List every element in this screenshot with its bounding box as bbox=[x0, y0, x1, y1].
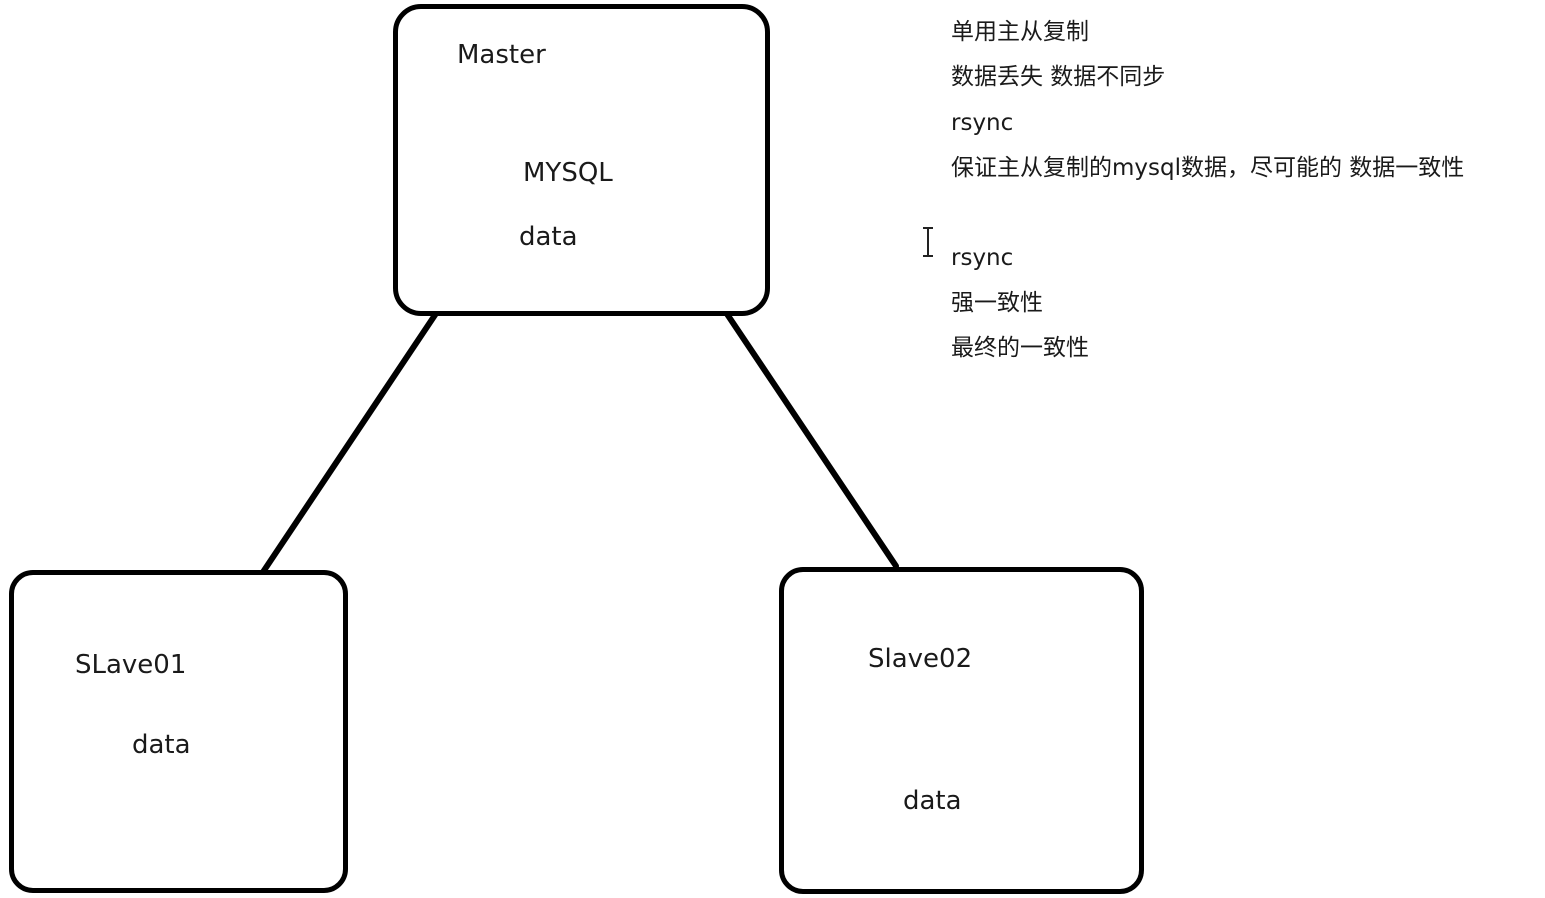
master-data-label: data bbox=[519, 222, 578, 252]
slave02-node bbox=[779, 567, 1144, 894]
slave01-data-label: data bbox=[132, 730, 191, 760]
note-line: 保证主从复制的mysql数据，尽可能的 数据一致性 bbox=[951, 155, 1465, 181]
slave02-title: Slave02 bbox=[868, 644, 973, 674]
text-cursor-icon bbox=[923, 227, 933, 257]
master-title: Master bbox=[457, 40, 546, 70]
edge-master-slave01 bbox=[260, 309, 440, 575]
note-line: 最终的一致性 bbox=[951, 335, 1089, 361]
note-line: 数据丢失 数据不同步 bbox=[951, 64, 1166, 90]
edge-master-slave02 bbox=[724, 311, 899, 569]
master-node bbox=[393, 4, 770, 316]
note-line: rsync bbox=[951, 110, 1014, 136]
slave01-title: SLave01 bbox=[75, 650, 187, 680]
master-mysql-label: MYSQL bbox=[523, 158, 613, 188]
slave01-node bbox=[9, 570, 348, 893]
note-line: rsync bbox=[951, 245, 1014, 271]
note-line: 强一致性 bbox=[951, 290, 1043, 316]
slave02-data-label: data bbox=[903, 786, 962, 816]
note-line: 单用主从复制 bbox=[951, 19, 1089, 45]
